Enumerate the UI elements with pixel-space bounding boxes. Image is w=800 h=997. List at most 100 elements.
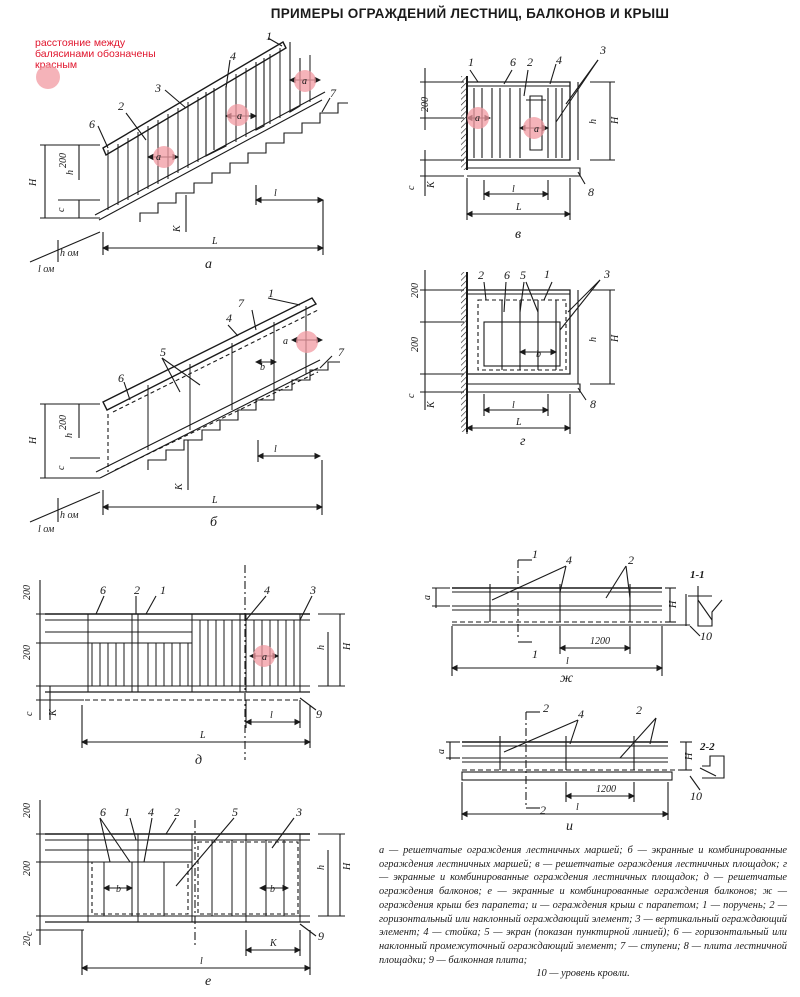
dimension-zh-3: l [566, 656, 569, 667]
legend-last-line: 10 — уровень кровли. [536, 968, 630, 980]
callout-zh-3: 2 [628, 553, 634, 567]
callout-d-3: 4 [264, 583, 270, 597]
dimension-g-3: h [588, 337, 599, 342]
dimension-g-0: b [536, 349, 541, 360]
figure-caption-b: б [210, 515, 218, 530]
dimension-b-5: c [56, 465, 67, 470]
figure-v [420, 59, 615, 220]
callout-d-0: 1 [160, 583, 166, 597]
dimension-v-6: K [426, 180, 437, 189]
dimension-e-2: 200 [22, 803, 33, 818]
dimension-d-8: L [199, 730, 206, 741]
dimension-v-1: a [534, 124, 539, 135]
dimension-e-1: b [270, 884, 275, 895]
figure-e [36, 800, 345, 975]
callout-b-3: 6 [118, 371, 124, 385]
dimension-d-5: c [24, 711, 35, 716]
dimension-g-7: l [512, 400, 515, 411]
dimension-a-0: a [156, 152, 161, 163]
callout-b-1: 4 [226, 311, 232, 325]
dimension-v-2: 200 [420, 97, 431, 112]
callout-zh-2: 4 [566, 553, 572, 567]
callout-g-4: 6 [504, 268, 510, 282]
callout-g-2: 3 [603, 267, 610, 281]
callout-d-1: 2 [134, 583, 140, 597]
dimension-a-11: l ом [38, 264, 55, 275]
dimension-a-1: a [237, 111, 242, 122]
callout-v-3: 4 [556, 53, 562, 67]
legend-text: а — решетчатые ограждения лестничных мар… [379, 845, 787, 966]
dimension-b-7: l [274, 444, 277, 455]
dimension-i-3: l [576, 802, 579, 813]
dimension-i-2: 1200 [596, 784, 616, 795]
red-highlight-sample [36, 65, 60, 89]
figure-i [446, 711, 725, 820]
callout-b-0: 1 [268, 286, 274, 300]
dimension-d-4: H [342, 642, 353, 651]
callout-b-2: 5 [160, 345, 166, 359]
callout-g-1: 2 [478, 268, 484, 282]
callout-b-4: 7 [238, 296, 245, 310]
dimension-g-1: 200 [410, 283, 421, 298]
dimension-a-5: 200 [58, 153, 69, 168]
dimension-d-3: h [316, 645, 327, 650]
callout-e-6: 9 [318, 929, 324, 943]
figure-b [29, 297, 340, 523]
callout-v-5: 8 [588, 185, 594, 199]
callout-e-4: 5 [232, 805, 238, 819]
dimension-e-0: b [116, 884, 121, 895]
callout-e-3: 4 [148, 805, 154, 819]
callout-e-5: 6 [100, 805, 106, 819]
figure-caption-zh: ж [560, 671, 573, 686]
callout-e-0: 1 [124, 805, 130, 819]
dimension-a-9: L [211, 236, 218, 247]
dimension-g-8: L [515, 417, 522, 428]
dimension-e-8: K [269, 938, 278, 949]
dimension-a-3: H [28, 178, 39, 187]
dimension-v-5: c [406, 185, 417, 190]
dimension-e-9: l [200, 956, 203, 967]
dimension-v-7: l [512, 184, 515, 195]
callout-e-1: 2 [174, 805, 180, 819]
callout-v-1: 2 [527, 55, 533, 69]
dimension-a-6: c [56, 207, 67, 212]
dimension-d-2: 200 [22, 645, 33, 660]
callout-g-0: 1 [544, 267, 550, 281]
dimension-a-10: h ом [60, 248, 79, 259]
red-note: расстояние между балясинами обозначены к… [35, 37, 156, 71]
figure-caption-e: е [205, 974, 211, 989]
callout-d-2: 3 [309, 583, 316, 597]
dimension-b-9: h ом [60, 510, 79, 521]
callout-zh-0: 1 [532, 547, 538, 561]
dimension-d-6: K [48, 708, 59, 717]
figure-caption-a: а [205, 257, 212, 272]
section-label-zh: 1-1 [690, 569, 705, 581]
callout-i-3: 2 [540, 803, 546, 817]
callout-v-4: 6 [510, 55, 516, 69]
figure-d [36, 565, 345, 760]
dimension-a-7: K [172, 224, 183, 233]
callout-i-2: 4 [578, 707, 584, 721]
figure-zh [432, 559, 723, 676]
callout-a-1: 2 [118, 99, 124, 113]
dimension-b-6: K [174, 482, 185, 491]
callout-i-0: 2 [543, 701, 549, 715]
figure-caption-i: и [566, 819, 573, 834]
figure-caption-g: г [520, 434, 526, 449]
callout-zh-1: 1 [532, 647, 538, 661]
dimension-e-3: 200 [22, 861, 33, 876]
callout-a-4: 6 [89, 117, 95, 131]
callout-zh-4: 10 [700, 629, 712, 643]
dimension-g-4: H [610, 334, 621, 343]
dimension-v-4: H [610, 116, 621, 125]
callout-v-2: 3 [599, 43, 606, 57]
dimension-e-7: c [24, 931, 35, 936]
callout-i-4: 10 [690, 789, 702, 803]
dimension-e-6: H [342, 862, 353, 871]
dimension-i-1: H [684, 752, 695, 761]
dimension-e-5: h [316, 865, 327, 870]
dimension-a-4: h [65, 170, 76, 175]
dimension-zh-2: 1200 [590, 636, 610, 647]
